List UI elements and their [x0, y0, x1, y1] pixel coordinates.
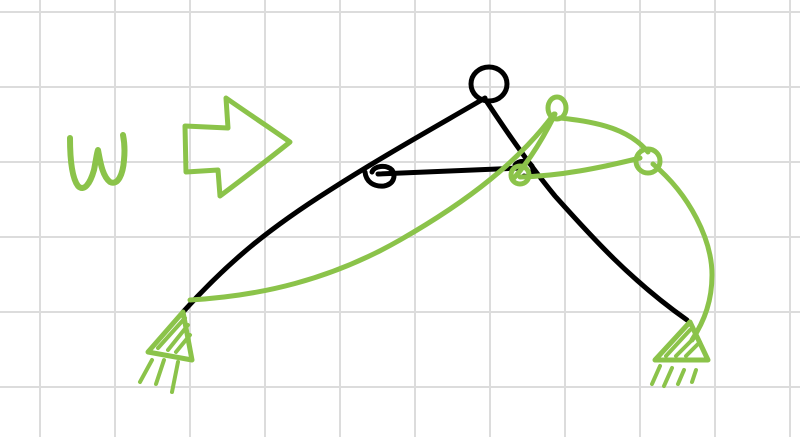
deformed-left-member [187, 111, 557, 303]
deformed-frame [187, 94, 715, 343]
original-right-member [484, 99, 690, 323]
original-left-tie-hinge [362, 163, 397, 189]
right-arrow-icon [182, 95, 293, 199]
deformed-left-hinge [508, 163, 532, 187]
fixed-support-icon [138, 309, 195, 394]
deformed-tie-member [517, 155, 643, 180]
original-frame [180, 64, 690, 323]
fixed-support-icon-right [650, 319, 711, 388]
original-apex-hinge [468, 64, 510, 104]
deformed-apex-hinge [545, 94, 569, 122]
load-label-glyph [67, 132, 128, 191]
deformed-right-hinge [633, 146, 663, 176]
deformed-top-member [557, 115, 651, 155]
original-left-member [180, 95, 488, 315]
deformed-right-member [650, 161, 715, 343]
